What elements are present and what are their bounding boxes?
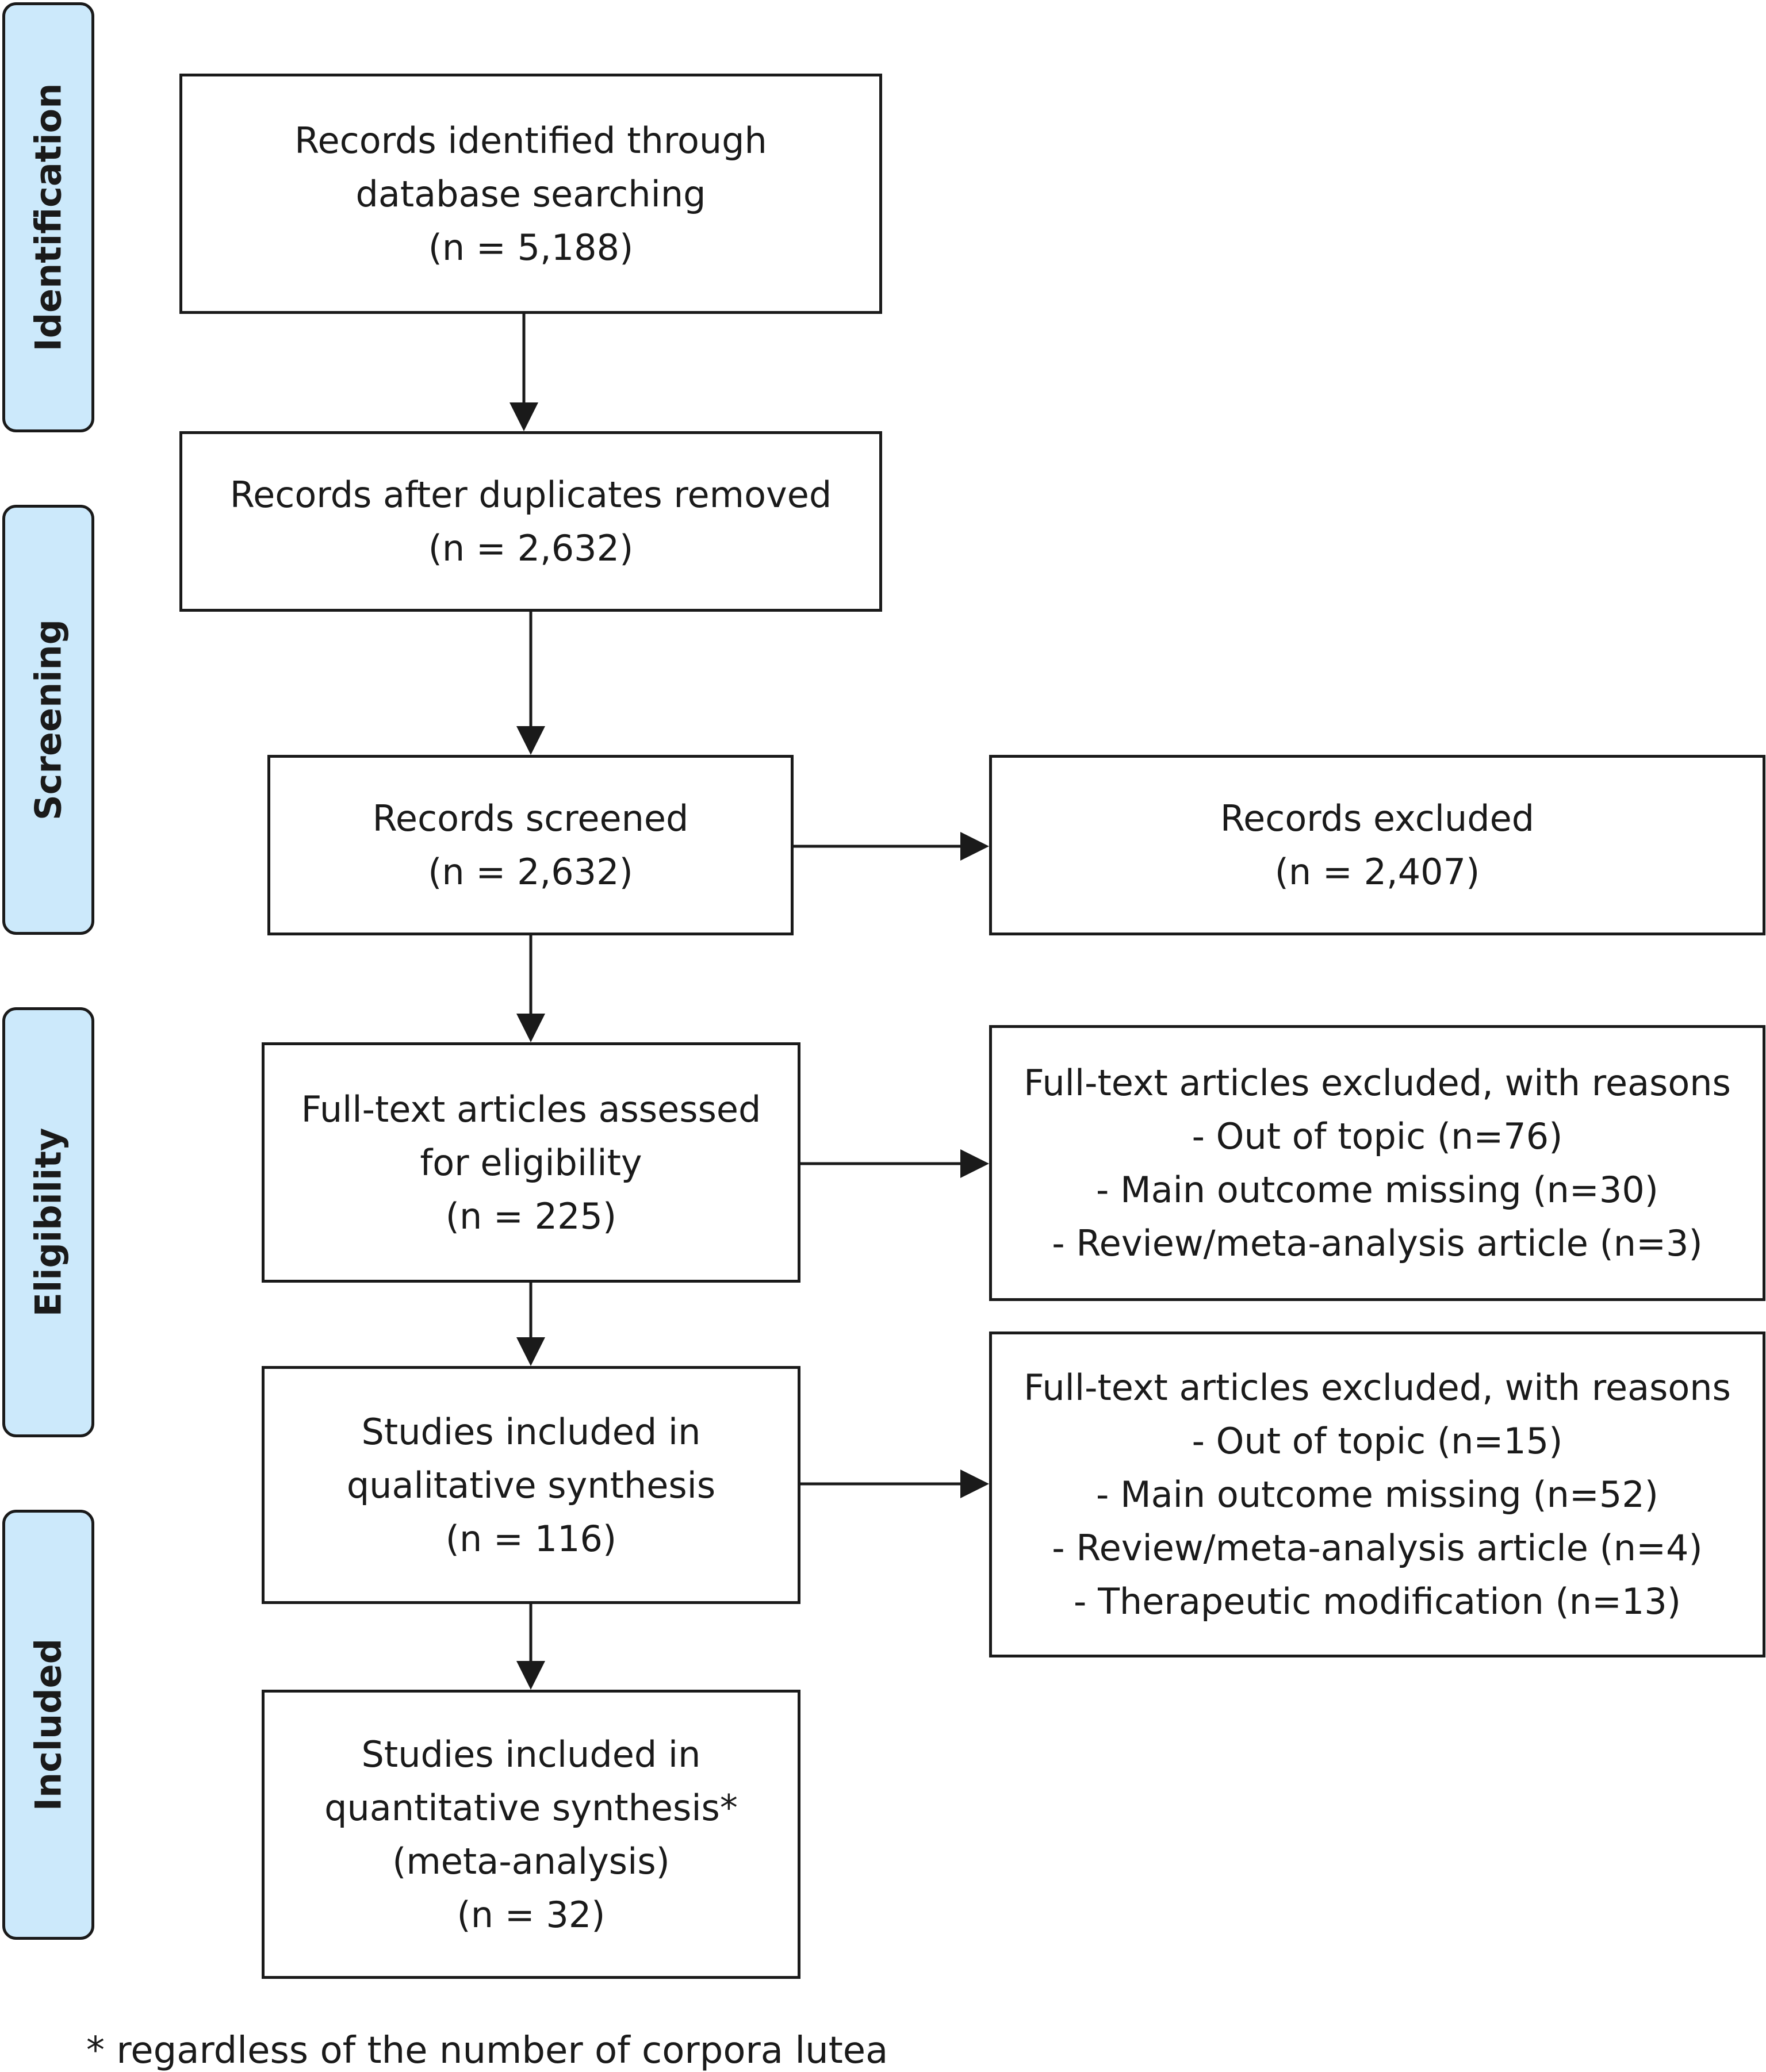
identified-line-2: database searching	[355, 172, 706, 215]
excluded-line-1: Records excluded	[1220, 797, 1535, 839]
qualitative-line-2: qualitative synthesis	[346, 1464, 716, 1506]
excluded-box: Records excluded (n = 2,407)	[989, 755, 1765, 935]
fulltext-excluded-1-reason-2: - Main outcome missing (n=30)	[1096, 1169, 1658, 1211]
quantitative-line-3: (meta-analysis)	[392, 1840, 670, 1882]
quantitative-box: Studies included in quantitative synthes…	[262, 1690, 800, 1979]
qualitative-box: Studies included in qualitative synthesi…	[262, 1366, 800, 1604]
stage-included: Included	[2, 1510, 94, 1940]
screened-line-1: Records screened	[372, 797, 689, 839]
footnote: * regardless of the number of corpora lu…	[86, 2029, 888, 2072]
quantitative-line-1: Studies included in	[361, 1733, 701, 1775]
identified-line-1: Records identified through	[294, 119, 767, 162]
fulltext-assessed-line-2: for eligibility	[420, 1141, 642, 1184]
fulltext-assessed-line-1: Full-text articles assessed	[301, 1088, 761, 1130]
identified-box: Records identified through database sear…	[179, 74, 882, 314]
stage-identification: Identification	[2, 2, 94, 432]
fulltext-excluded-1-reason-1: - Out of topic (n=76)	[1192, 1115, 1563, 1157]
screened-box: Records screened (n = 2,632)	[267, 755, 794, 935]
fulltext-excluded-2-reason-1: - Out of topic (n=15)	[1192, 1420, 1563, 1462]
identified-count: (n = 5,188)	[428, 226, 634, 268]
screened-count: (n = 2,632)	[428, 851, 633, 893]
fulltext-excluded-2-reason-3: - Review/meta-analysis article (n=4)	[1052, 1527, 1703, 1569]
after-duplicates-box: Records after duplicates removed (n = 2,…	[179, 431, 882, 612]
quantitative-count: (n = 32)	[457, 1893, 606, 1936]
qualitative-line-1: Studies included in	[361, 1410, 701, 1453]
fulltext-assessed-box: Full-text articles assessed for eligibil…	[262, 1042, 800, 1283]
stage-eligibility: Eligibility	[2, 1007, 94, 1437]
qualitative-count: (n = 116)	[445, 1517, 617, 1560]
fulltext-excluded-2-heading: Full-text articles excluded, with reason…	[1024, 1367, 1731, 1409]
fulltext-excluded-1-box: Full-text articles excluded, with reason…	[989, 1025, 1765, 1301]
quantitative-line-2: quantitative synthesis*	[324, 1786, 738, 1829]
fulltext-excluded-1-reason-3: - Review/meta-analysis article (n=3)	[1052, 1222, 1703, 1264]
excluded-count: (n = 2,407)	[1274, 851, 1480, 893]
fulltext-assessed-count: (n = 225)	[445, 1195, 617, 1237]
after-duplicates-count: (n = 2,632)	[428, 527, 634, 569]
after-duplicates-line-1: Records after duplicates removed	[229, 474, 832, 516]
fulltext-excluded-1-heading: Full-text articles excluded, with reason…	[1024, 1062, 1731, 1104]
fulltext-excluded-2-reason-2: - Main outcome missing (n=52)	[1096, 1474, 1658, 1515]
fulltext-excluded-2-box: Full-text articles excluded, with reason…	[989, 1332, 1765, 1657]
fulltext-excluded-2-reason-4: - Therapeutic modification (n=13)	[1073, 1580, 1681, 1622]
stage-screening: Screening	[2, 505, 94, 935]
